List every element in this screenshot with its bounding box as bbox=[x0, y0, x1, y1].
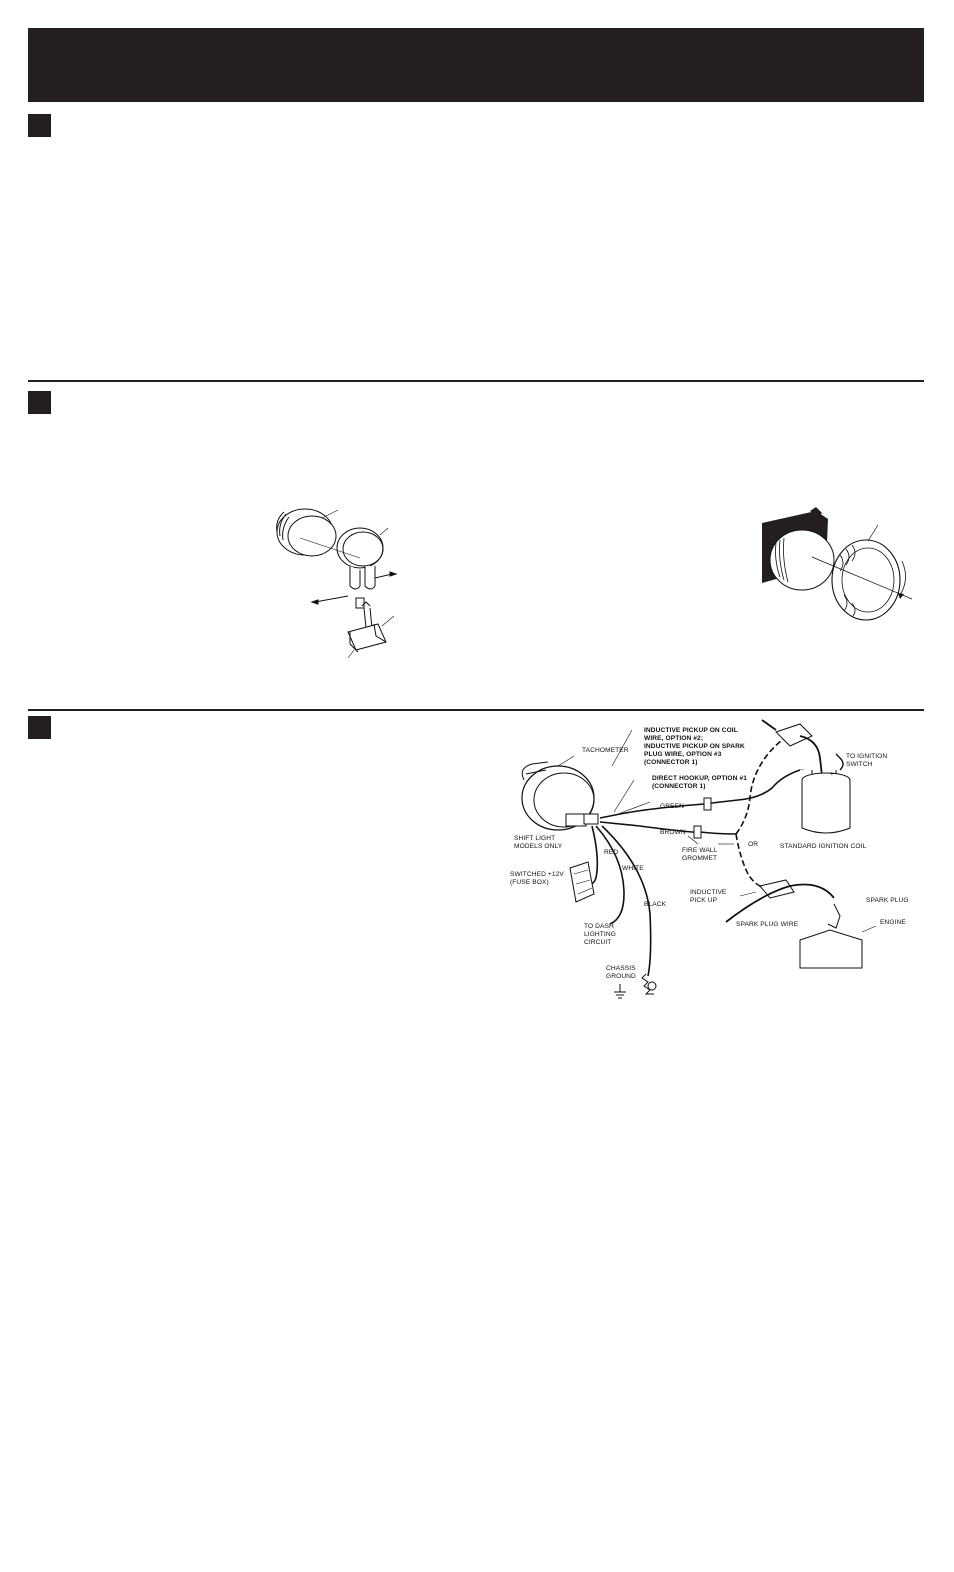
label-inductive-coil-3: INDUCTIVE PICKUP ON SPARK bbox=[644, 743, 745, 750]
label-engine: ENGINE bbox=[880, 919, 906, 926]
wiring-diagram: TACHOMETER INDUCTIVE PICKUP ON COIL WIRE… bbox=[510, 719, 909, 999]
label-switched-1: SWITCHED +12V bbox=[510, 871, 564, 878]
label-to-ignition-1: TO IGNITION bbox=[846, 753, 887, 760]
label-inductive-pickup-2: PICK UP bbox=[690, 897, 718, 904]
label-inductive-pickup-1: INDUCTIVE bbox=[690, 889, 727, 896]
label-direct-hookup-1: DIRECT HOOKUP, OPTION #1 bbox=[652, 775, 747, 782]
label-direct-hookup-2: (CONNECTOR 1) bbox=[652, 783, 706, 790]
label-wire-white: WHITE bbox=[622, 865, 644, 872]
label-wire-black: BLACK bbox=[644, 901, 667, 908]
label-to-dash-1: TO DASH bbox=[584, 923, 614, 930]
label-standard-coil: STANDARD IGNITION COIL bbox=[780, 843, 867, 850]
label-to-dash-3: CIRCUIT bbox=[584, 939, 611, 946]
label-wire-brown: BROWN bbox=[660, 829, 686, 836]
label-inductive-coil-1: INDUCTIVE PICKUP ON COIL bbox=[644, 727, 738, 734]
section-divider-1 bbox=[28, 380, 924, 382]
label-wire-green: GREEN bbox=[660, 803, 684, 810]
section-divider-2 bbox=[28, 709, 924, 711]
label-coil-plus: + bbox=[830, 771, 834, 778]
label-spark-plug: SPARK PLUG bbox=[866, 897, 909, 904]
bezel-install-illustration bbox=[762, 507, 913, 621]
step-1-marker bbox=[28, 114, 51, 137]
label-firewall-1: FIRE WALL bbox=[682, 847, 718, 854]
step-3-marker bbox=[28, 716, 51, 739]
label-tachometer: TACHOMETER bbox=[582, 747, 629, 754]
bracket-mount-illustration bbox=[276, 508, 398, 659]
label-firewall-2: GROMMET bbox=[682, 855, 717, 862]
label-shift-light-2: MODELS ONLY bbox=[514, 843, 563, 850]
label-switched-2: (FUSE BOX) bbox=[510, 879, 549, 886]
label-to-ignition-2: SWITCH bbox=[846, 761, 873, 768]
label-coil-minus: − bbox=[800, 767, 804, 774]
label-chassis-1: CHASSIS bbox=[606, 965, 636, 972]
label-shift-light-1: SHIFT LIGHT bbox=[514, 835, 555, 842]
label-wire-red: RED bbox=[604, 849, 618, 856]
label-chassis-2: GROUND bbox=[606, 973, 636, 980]
label-inductive-coil-2: WIRE, OPTION #2; bbox=[644, 735, 703, 742]
label-to-dash-2: LIGHTING bbox=[584, 931, 616, 938]
label-spark-plug-wire: SPARK PLUG WIRE bbox=[736, 921, 799, 928]
header-bar bbox=[28, 28, 924, 102]
label-or: OR bbox=[748, 841, 758, 848]
label-inductive-coil-4: PLUG WIRE, OPTION #3 bbox=[644, 751, 722, 758]
label-inductive-coil-5: (CONNECTOR 1) bbox=[644, 759, 698, 766]
step-2-marker bbox=[28, 391, 51, 414]
